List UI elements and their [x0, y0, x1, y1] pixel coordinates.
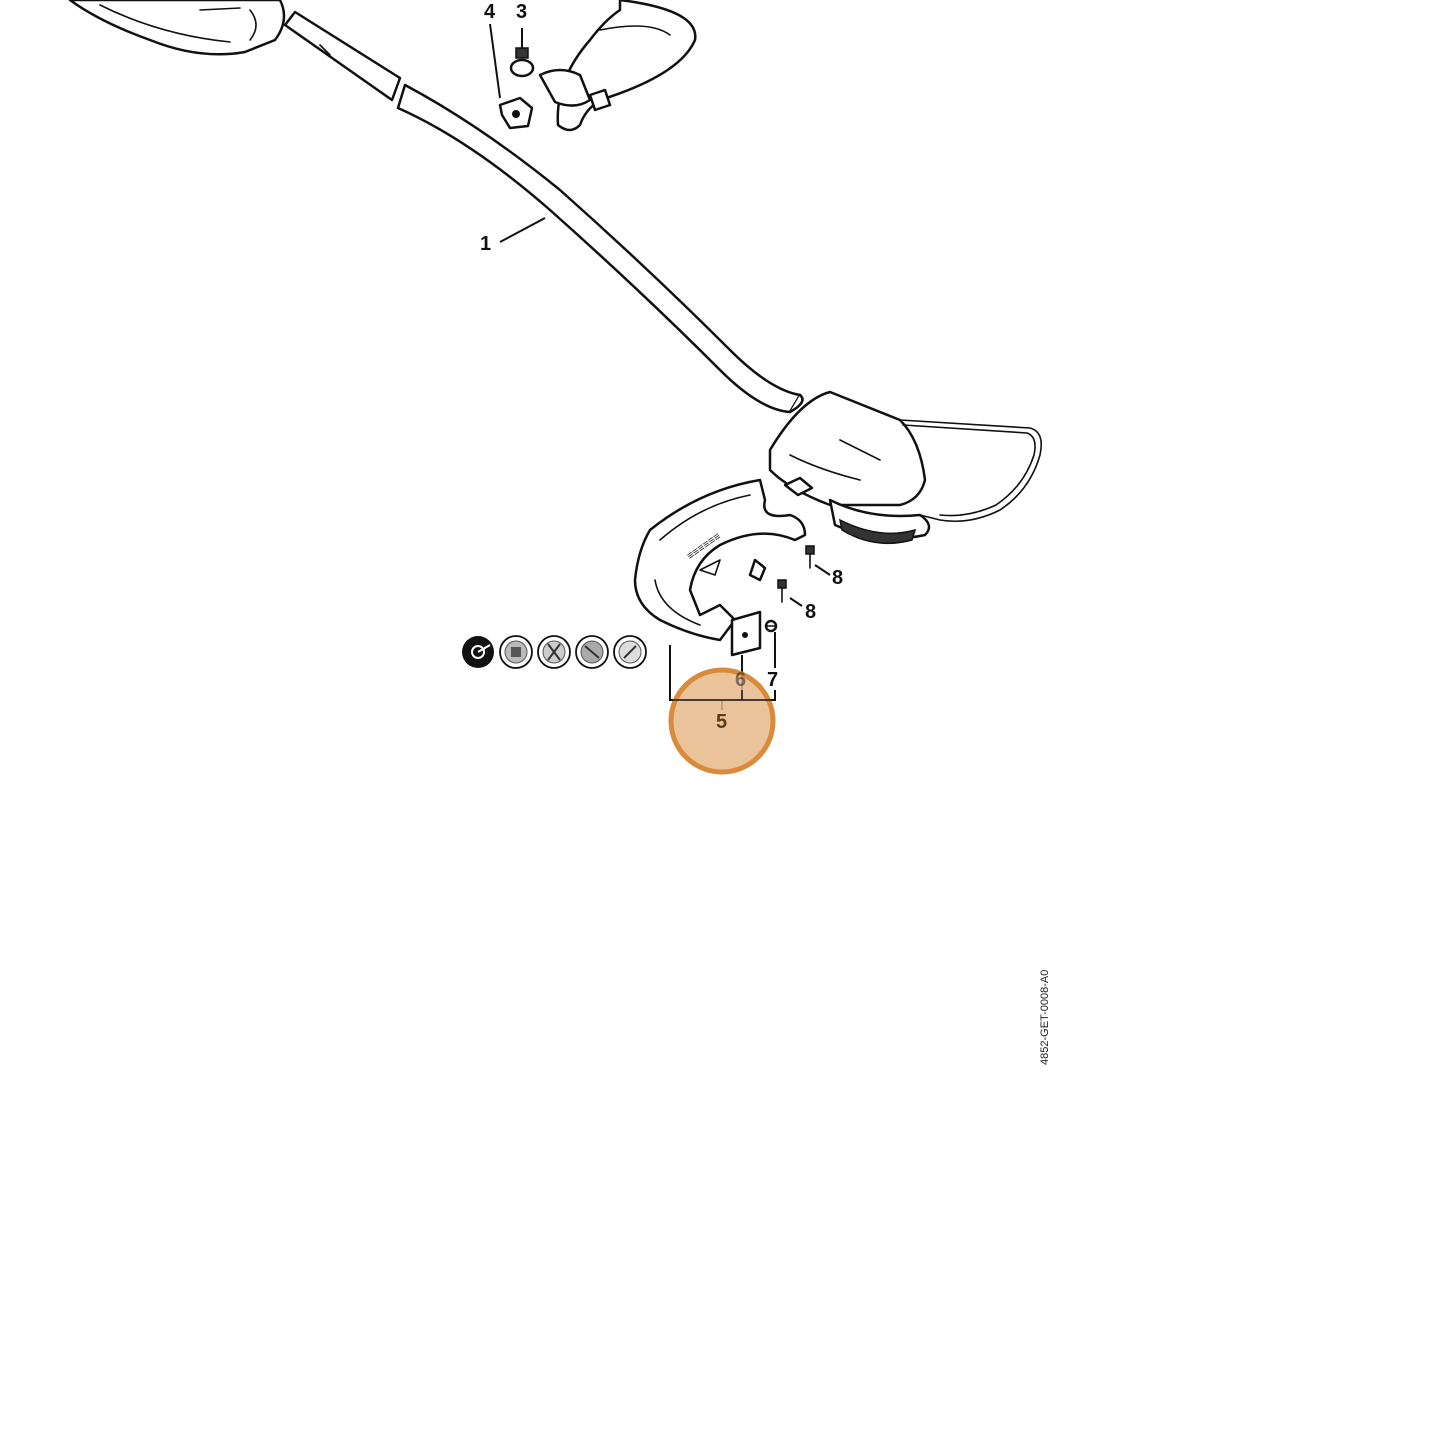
- part-label-8-upper[interactable]: 8: [832, 567, 843, 589]
- reference-code: 4852-GET-0008-A0: [1039, 970, 1051, 1065]
- tool-compatibility-icons: [462, 635, 647, 669]
- clamp-part-3: [509, 47, 535, 78]
- shaft-tube: [396, 83, 804, 414]
- motor-housing: [68, 0, 286, 56]
- part-label-4[interactable]: 4: [484, 1, 496, 23]
- wire-guard: [899, 419, 1043, 523]
- part-label-5[interactable]: 5: [716, 711, 727, 733]
- clamp-part-4: [498, 96, 534, 130]
- mowing-head-icon: [499, 635, 533, 669]
- line-limiter-blade: [730, 610, 762, 657]
- part-label-8-lower[interactable]: 8: [805, 601, 816, 623]
- brush-knife-icon: [575, 635, 609, 669]
- grass-blade-icon: [537, 635, 571, 669]
- shaft-upper: [283, 10, 402, 102]
- screw-part-8-upper: [805, 545, 815, 569]
- highlight-marker: [668, 667, 776, 775]
- trimmer-head-icon: [462, 636, 494, 668]
- part-label-7[interactable]: 7: [767, 669, 778, 691]
- part-label-6[interactable]: 6: [735, 669, 746, 691]
- screw-part-8-lower: [777, 579, 787, 603]
- screw-part-7: [764, 619, 778, 633]
- loop-handle: [538, 0, 697, 132]
- part-label-3[interactable]: 3: [516, 1, 527, 23]
- cutting-head-housing: [768, 390, 931, 545]
- circular-saw-blade-icon: [613, 635, 647, 669]
- part-label-1[interactable]: 1: [480, 233, 491, 255]
- guard-deflector: ≡≡≡≡≡≡: [633, 478, 807, 642]
